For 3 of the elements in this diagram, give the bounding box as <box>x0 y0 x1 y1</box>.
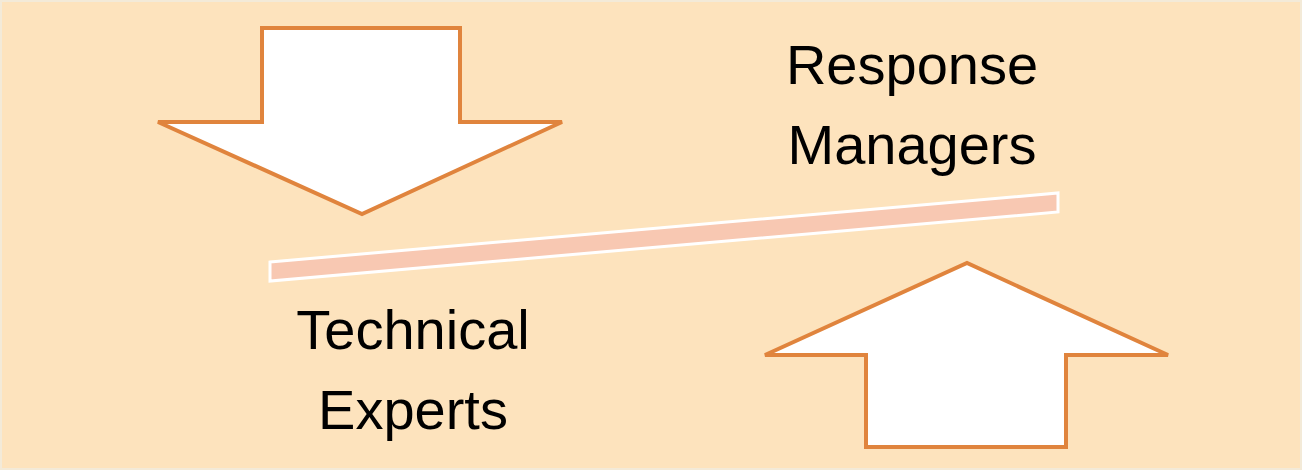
group-label: Response Managers <box>784 32 1040 178</box>
seesaw-beam <box>268 191 1060 283</box>
group-label: Technical Experts <box>295 297 531 443</box>
